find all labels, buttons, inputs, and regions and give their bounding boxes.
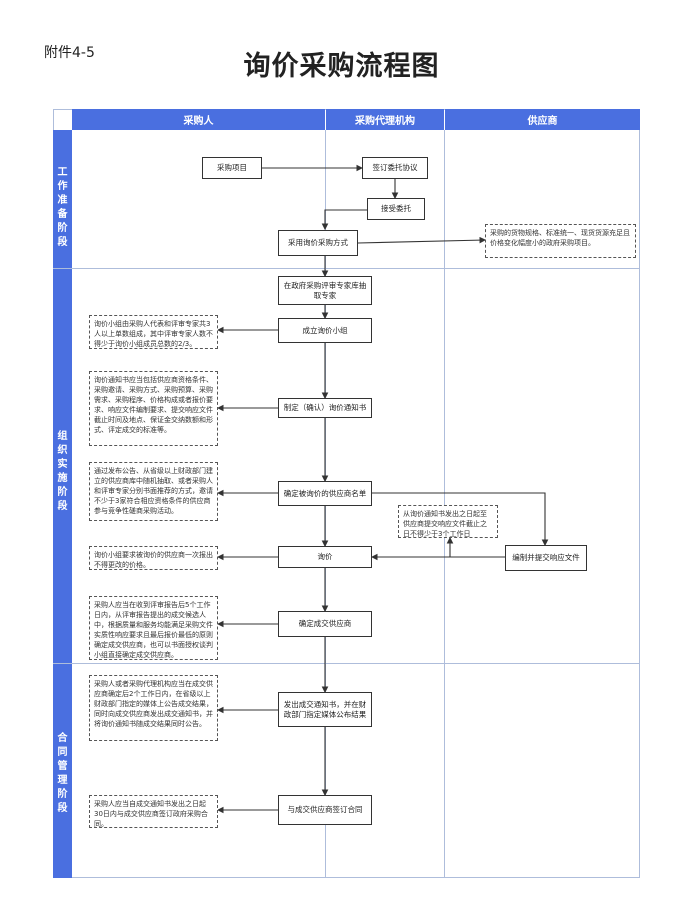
page-title: 询价采购流程图 <box>243 51 440 82</box>
stage-divider <box>53 268 640 269</box>
note-contract: 采购人应当自成交通知书发出之日起30日内与成交供应商签订政府采购合同。 <box>89 795 218 828</box>
node-inquiry: 询价 <box>278 546 372 568</box>
node-accept-entrust: 接受委托 <box>367 198 425 220</box>
node-form-group: 成立询价小组 <box>278 318 372 343</box>
stage-label-impl: 组织实施阶段 <box>57 431 68 512</box>
node-sign-agreement: 签订委托协议 <box>362 157 428 179</box>
attachment-label: 附件4-5 <box>44 45 95 61</box>
stage-label-contract: 合同管理阶段 <box>57 733 68 814</box>
node-publish-notice: 发出成交通知书，并在财政部门指定媒体公布结果 <box>278 692 372 727</box>
arrow-accept-to-method <box>321 209 367 231</box>
node-extract-experts: 在政府采购评审专家库抽取专家 <box>278 276 372 305</box>
note-deadline: 从询价通知书发出之日起至供应商提交响应文件截止之日不得少于3个工作日 <box>398 505 498 538</box>
note-select-suppliers: 通过发布公告、从省级以上财政部门建立的供应商库中随机抽取、或者采购人和评审专家分… <box>89 462 218 521</box>
node-prepare-response: 编制并提交响应文件 <box>505 545 587 571</box>
node-confirm-suppliers: 确定被询价的供应商名单 <box>278 481 372 506</box>
lane-divider <box>444 130 445 878</box>
arrow-confirm-to-supplier <box>372 492 549 547</box>
note-notice-content: 询价通知书应当包括供应商资格条件、采购邀请、采购方式、采购预算、采购需求、采购程… <box>89 371 218 446</box>
stage-divider <box>53 663 640 664</box>
lane-header-agency: 采购代理机构 <box>326 109 444 130</box>
stage-label-prep: 工作准备阶段 <box>57 167 68 248</box>
lane-header-supplier: 供应商 <box>445 109 640 130</box>
node-sign-contract: 与成交供应商签订合同 <box>278 795 372 825</box>
note-goods: 采购的货物规格、标准统一、现货货源充足且价格变化幅度小的政府采购项目。 <box>485 224 636 258</box>
node-draft-notice: 制定（确认）询价通知书 <box>278 398 372 418</box>
node-project: 采购项目 <box>202 157 262 179</box>
node-adopt-method: 采用询价采购方式 <box>278 230 358 256</box>
node-determine-supplier: 确定成交供应商 <box>278 611 372 637</box>
lane-header-buyer: 采购人 <box>72 109 325 130</box>
note-publish-result: 采购人或者采购代理机构应当在成交供应商确定后2个工作日内，在省级以上财政部门指定… <box>89 675 218 741</box>
stage-sidebar <box>53 130 72 878</box>
arrow-method-to-goods <box>357 236 487 244</box>
note-quote: 询价小组要求被询价的供应商一次报出不得更改的价格。 <box>89 546 218 570</box>
note-confirm-supplier: 采购人应当在收到评审报告后5个工作日内，从评审报告提出的成交候选人中，根据质量和… <box>89 596 218 660</box>
note-group: 询价小组由采购人代表和评审专家共3人以上单数组成，其中评审专家人数不得少于询价小… <box>89 315 218 349</box>
